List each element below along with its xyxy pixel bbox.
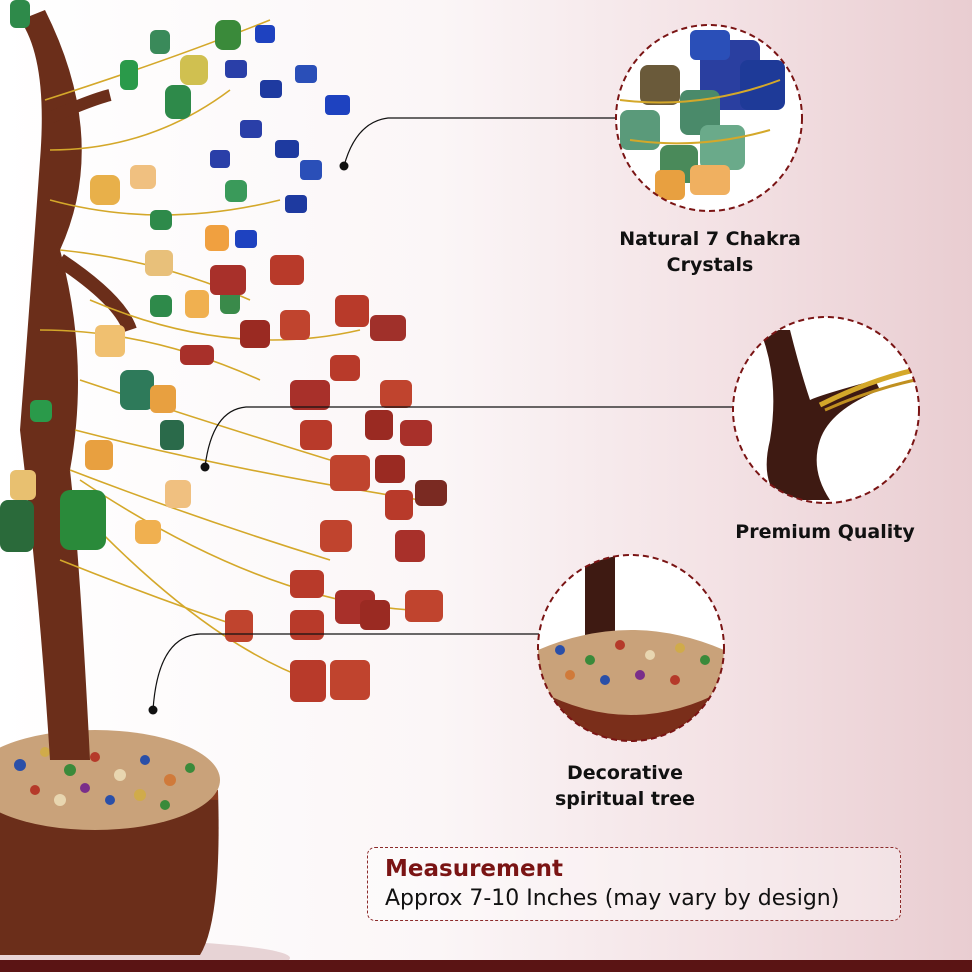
callout-label-decorative: Decorative spiritual tree — [525, 760, 725, 812]
crystal-chips — [0, 0, 447, 702]
tree-base — [0, 730, 290, 972]
tree-trunk — [20, 10, 137, 760]
callout-label-quality: Premium Quality — [720, 519, 930, 545]
measurement-text: Approx 7-10 Inches (may vary by design) — [385, 886, 840, 911]
callout-dot-crystals — [339, 161, 349, 171]
leader-lines — [152, 117, 733, 711]
measurement-box: Measurement Approx 7-10 Inches (may vary… — [367, 847, 901, 921]
callout-label-line: Crystals — [666, 254, 754, 276]
callout-label-crystals: Natural 7 Chakra Crystals — [600, 226, 820, 278]
callout-label-line: spiritual tree — [554, 788, 696, 810]
measurement-title: Measurement — [385, 856, 563, 882]
base-closeup-image — [537, 554, 725, 742]
callout-dot-quality — [200, 462, 210, 472]
callout-label-line: Natural 7 Chakra — [619, 228, 801, 250]
callout-dot-decorative — [148, 705, 158, 715]
callout-label-line: Premium Quality — [735, 521, 915, 543]
trunk-closeup-image — [732, 316, 920, 504]
crystals-closeup-image — [615, 24, 803, 212]
bottom-bar — [0, 960, 972, 972]
callout-label-line: Decorative — [566, 762, 684, 784]
